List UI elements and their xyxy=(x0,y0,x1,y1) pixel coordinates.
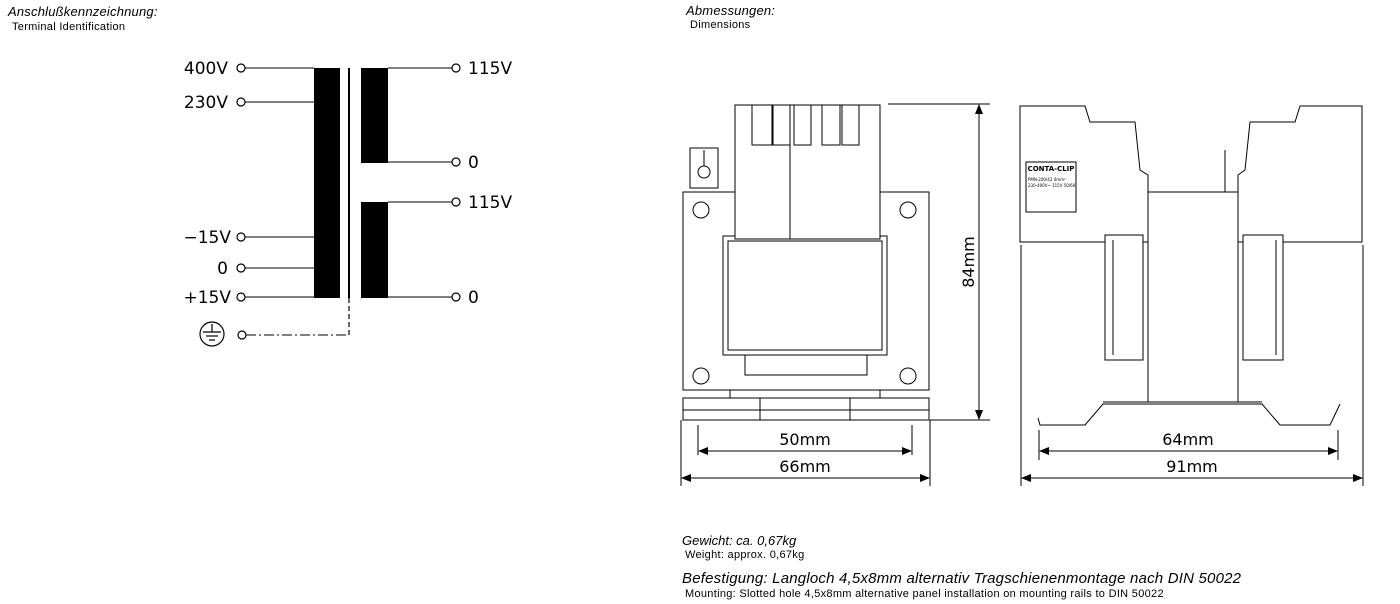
weight-de: Gewicht: ca. 0,67kg xyxy=(682,533,797,548)
product-label xyxy=(1025,161,1077,213)
dim-side-inner: 64mm xyxy=(1162,430,1214,449)
label-115v-2: 115V xyxy=(468,193,512,213)
terminal-230v: 230V xyxy=(184,93,314,113)
terminal-0: 0 xyxy=(217,259,314,279)
dim-height: 84mm xyxy=(959,236,978,288)
dim-front-inner: 50mm xyxy=(779,430,831,449)
terminal-115v-2: 115V xyxy=(388,193,512,213)
terminal-115v-1: 115V xyxy=(388,59,512,79)
terminal-earth xyxy=(199,321,349,347)
mount-en: Mounting: Slotted hole 4,5x8mm alternati… xyxy=(685,588,1164,600)
side-view-drawing xyxy=(1019,105,1364,486)
mount-de: Befestigung: Langloch 4,5x8mm alternativ… xyxy=(682,570,1242,587)
ground-icon xyxy=(199,321,225,347)
dim-side-outer: 91mm xyxy=(1166,457,1218,476)
label-0-sec-1: 0 xyxy=(468,153,479,173)
terminal-0-sec-2: 0 xyxy=(388,288,479,308)
label-line1: PMN-200/42 4mm² xyxy=(1028,177,1066,182)
dimensions-title-en: Dimensions xyxy=(690,19,751,31)
label-minus15v: −15V xyxy=(183,228,231,248)
label-plus15v: +15V xyxy=(183,288,231,308)
label-0-sec-2: 0 xyxy=(468,288,479,308)
weight-en: Weight: approx. 0,67kg xyxy=(685,549,805,561)
label-brand: CONTA-CLIP xyxy=(1028,165,1075,173)
terminal-minus15v: −15V xyxy=(183,228,314,248)
dimensions-title-de: Abmessungen: xyxy=(686,3,776,18)
primary-winding xyxy=(314,68,340,298)
secondary-winding-2 xyxy=(361,202,388,298)
label-0-primary: 0 xyxy=(217,259,228,279)
label-line2: 230-400V~ 115V 50/60 xyxy=(1028,183,1076,188)
label-400v: 400V xyxy=(184,59,228,79)
terminal-plus15v: +15V xyxy=(183,288,314,308)
terminal-diagram: 400V 230V −15V 0 +15V xyxy=(183,59,512,347)
label-115v-1: 115V xyxy=(468,59,512,79)
terminal-0-sec-1: 0 xyxy=(388,153,479,173)
terminal-400v: 400V xyxy=(184,59,314,79)
secondary-winding-1 xyxy=(361,68,388,163)
front-view-drawing xyxy=(680,103,990,486)
terminal-title-de: Anschlußkennzeichnung: xyxy=(8,4,158,19)
dim-front-outer: 66mm xyxy=(779,457,831,476)
terminal-title-en: Terminal Identification xyxy=(12,21,126,33)
label-230v: 230V xyxy=(184,93,228,113)
